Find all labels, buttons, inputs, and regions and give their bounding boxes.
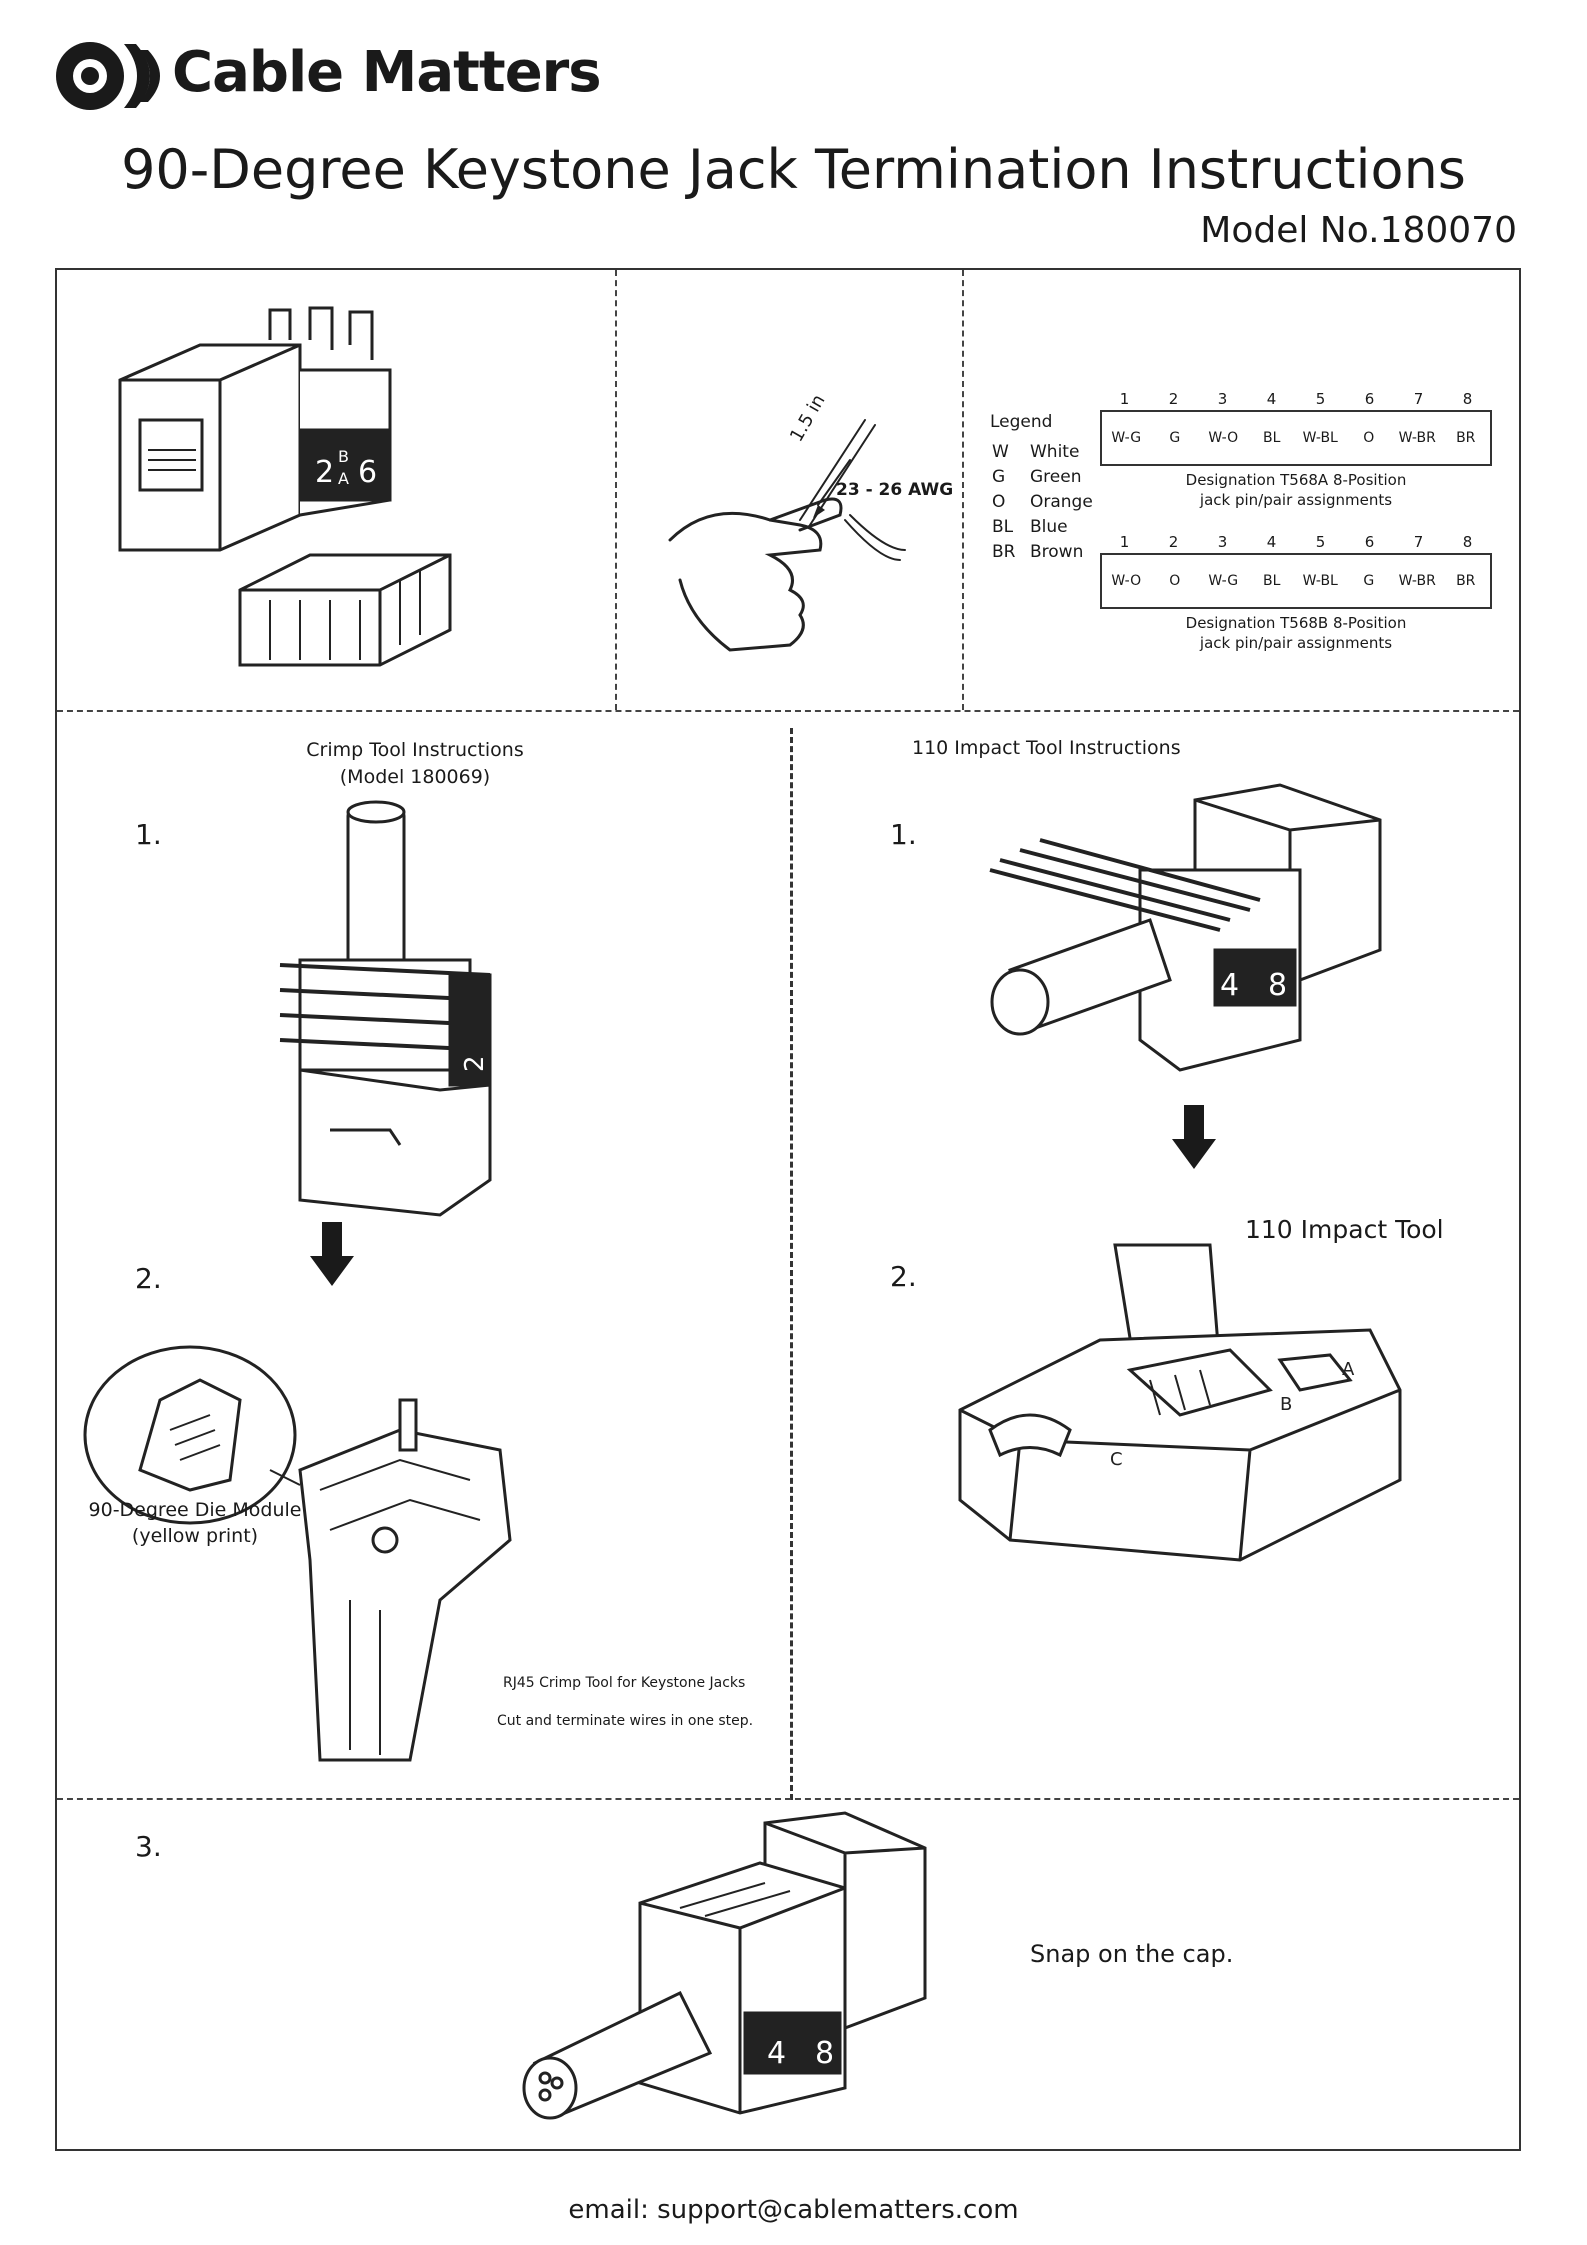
cap-step-3: 3.	[135, 1830, 162, 1863]
crimp-tool-label: RJ45 Crimp Tool for Keystone Jacks	[503, 1675, 746, 1691]
crimp-step-1: 1.	[135, 818, 162, 851]
awg-label: 23 - 26 AWG	[836, 480, 954, 500]
crimp-step1-illustration: 2	[279, 800, 492, 1217]
impact-tool-label: 110 Impact Tool	[1245, 1215, 1444, 1244]
legend-title: Legend	[990, 412, 1053, 432]
impact-step-2: 2.	[890, 1260, 917, 1293]
jack-label-4: 4	[767, 2036, 786, 2071]
support-email[interactable]: email: support@cablematters.com	[568, 2195, 1019, 2225]
wire-row: W-O O W-G BL W-BL G W-BR BR	[1100, 553, 1492, 609]
impact-heading: 110 Impact Tool Instructions	[912, 737, 1181, 759]
t568a-diagram: 1 2 3 4 5 6 7 8 W-G G W-O BL W-BL O W-BR…	[1100, 390, 1492, 510]
page-title: 90-Degree Keystone Jack Termination Inst…	[121, 138, 1466, 201]
model-number: Model No.180070	[1200, 210, 1517, 251]
down-arrow-icon	[1172, 1105, 1216, 1169]
jack-label-8: 8	[815, 2036, 834, 2071]
snap-cap-illustration: 4 8	[522, 1811, 927, 2120]
keystone-jack-illustration: 2 B A 6	[118, 306, 452, 667]
die-module-label: 90-Degree Die Module (yellow print)	[88, 1499, 302, 1547]
down-arrow-icon	[310, 1222, 354, 1286]
jack-label-4: 4	[1220, 968, 1239, 1003]
pin-numbers: 1 2 3 4 5 6 7 8	[1119, 533, 1473, 551]
jack-label-2: 2	[460, 1055, 490, 1072]
jack-label-8: 8	[1268, 968, 1287, 1003]
impact-step1-illustration: 4 8	[989, 783, 1382, 1072]
jack-label-2: 2	[315, 455, 334, 490]
instruction-frame	[55, 268, 1521, 2151]
stripped-cable-illustration	[668, 419, 906, 652]
jack-label-a: A	[338, 469, 349, 488]
brand-logo	[52, 36, 492, 116]
wire-row: W-G G W-O BL W-BL O W-BR BR	[1100, 410, 1492, 466]
crimp-tool-illustration	[83, 1345, 512, 1762]
divider	[962, 270, 964, 710]
jack-label-b: B	[338, 447, 349, 466]
divider	[615, 270, 617, 710]
crimp-step-2: 2.	[135, 1262, 162, 1295]
pin-numbers: 1 2 3 4 5 6 7 8	[1119, 390, 1473, 408]
t568b-diagram: 1 2 3 4 5 6 7 8 W-O O W-G BL W-BL G W-BR…	[1100, 533, 1492, 653]
divider	[790, 728, 793, 1800]
crimp-tool-note: Cut and terminate wires in one step.	[497, 1713, 754, 1729]
cable-matters-logo-icon	[56, 42, 160, 110]
impact-tool-illustration: A B C	[958, 1243, 1402, 1562]
snap-cap-text: Snap on the cap.	[1030, 1940, 1234, 1968]
divider	[57, 710, 1519, 712]
crimp-heading: Crimp Tool Instructions (Model 180069)	[306, 739, 524, 788]
brand-name: Cable Matters	[172, 40, 602, 105]
t568a-caption: Designation T568A 8-Position jack pin/pa…	[1185, 471, 1407, 509]
impact-step-1: 1.	[890, 818, 917, 851]
slot-label-a: A	[1342, 1359, 1355, 1380]
jack-label-6: 6	[358, 455, 377, 490]
t568b-caption: Designation T568B 8-Position jack pin/pa…	[1185, 614, 1407, 652]
slot-label-c: C	[1110, 1449, 1123, 1470]
divider	[57, 1798, 1519, 1800]
slot-label-b: B	[1280, 1394, 1292, 1415]
arrow-icon	[813, 505, 825, 518]
